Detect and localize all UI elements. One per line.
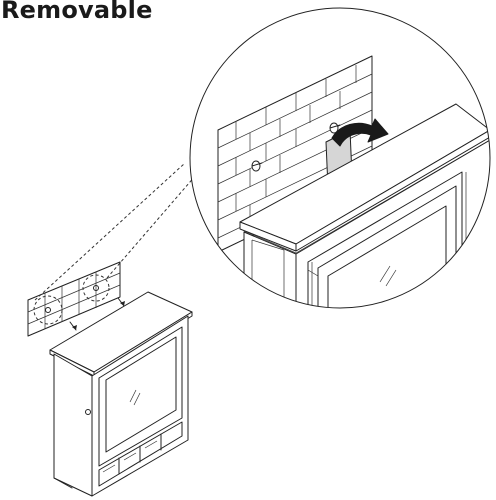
- page-title: Removable: [1, 0, 153, 24]
- glass-reflection-icon-large: [379, 265, 397, 287]
- small-cabinet-door: [98, 326, 183, 467]
- small-down-arrows: [69, 297, 125, 331]
- glass-reflection-icon: [129, 389, 141, 406]
- small-wall-panel: [27, 261, 121, 337]
- detail-circle-left: [33, 295, 63, 325]
- door-knob-icon: [85, 409, 91, 415]
- small-mount-screw: [45, 285, 99, 313]
- detail-circle-right: [82, 274, 110, 302]
- small-cabinet: [49, 291, 193, 497]
- magnify-connector-lines: [34, 162, 197, 301]
- mount-screw: [251, 122, 341, 172]
- removal-arrow-icon: [331, 118, 389, 147]
- magnify-circle-border: [189, 7, 491, 309]
